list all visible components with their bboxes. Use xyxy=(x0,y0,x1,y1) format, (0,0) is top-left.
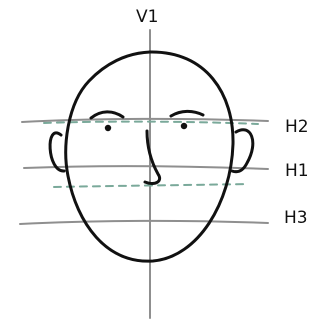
nose xyxy=(143,129,162,185)
label-v1: V1 xyxy=(136,7,158,27)
horizontal-guide-h3 xyxy=(19,219,269,225)
horizontal-guide-h1 xyxy=(23,165,269,170)
right-ear xyxy=(230,128,255,174)
label-h2: H2 xyxy=(285,117,309,137)
left-ear xyxy=(48,131,66,173)
left-eye xyxy=(104,124,112,132)
left-eyebrow xyxy=(89,110,125,120)
right-eyebrow xyxy=(169,109,205,118)
right-eye xyxy=(180,122,188,130)
head-outline xyxy=(64,50,235,263)
label-h3: H3 xyxy=(284,208,308,228)
label-h1: H1 xyxy=(285,161,309,181)
horizontal-guide-h2 xyxy=(21,117,269,123)
